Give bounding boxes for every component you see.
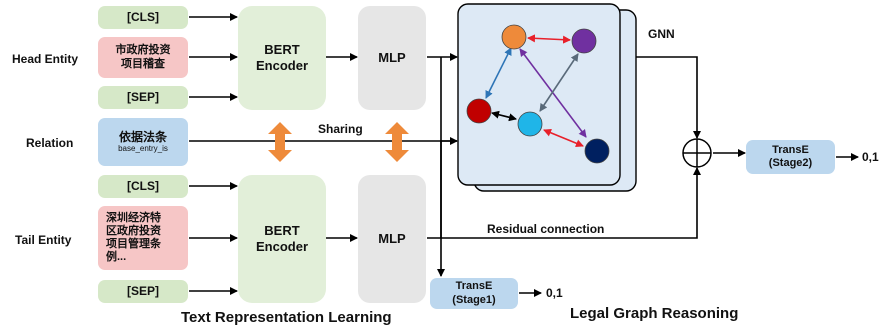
- section-title-text-representation: Text Representation Learning: [181, 309, 392, 326]
- label-head-entity: Head Entity: [12, 52, 79, 66]
- arrow-mlp-to-gnn-bottom: [427, 137, 458, 239]
- edge-red-cyan: [491, 110, 517, 122]
- relation-text: 依据法条: [118, 130, 167, 144]
- cls-token-bottom: [CLS]: [98, 175, 188, 198]
- sharing-label: Sharing: [318, 122, 363, 136]
- sharing-arrow-bert: [268, 122, 292, 162]
- arrow-gnn-to-sum: [626, 56, 701, 139]
- label-tail-entity: Tail Entity: [15, 233, 72, 247]
- residual-connection-label: Residual connection: [487, 222, 605, 236]
- edge-cyan-navy: [543, 128, 584, 148]
- residual-connection-arrow: [441, 167, 701, 239]
- graph-node-navy: [584, 138, 610, 164]
- graph-node-red: [466, 98, 492, 124]
- cls-token-top: [CLS]: [98, 6, 188, 29]
- sep-token-top: [SEP]: [98, 86, 188, 109]
- sep-token-bottom: [SEP]: [98, 280, 188, 303]
- bert-encoder-bottom: BERT Encoder: [238, 175, 326, 303]
- output-stage1: 0,1: [546, 286, 563, 300]
- edge-purple-cyan: [539, 53, 579, 112]
- sharing-arrow-mlp: [385, 122, 409, 162]
- gnn-label: GNN: [648, 27, 675, 41]
- edge-orange-purple: [527, 34, 571, 44]
- sum-node: [682, 138, 712, 168]
- mlp-top: MLP: [358, 6, 426, 110]
- graph-node-cyan: [517, 111, 543, 137]
- mlp-bottom: MLP: [358, 175, 426, 303]
- edge-orange-red: [485, 47, 512, 99]
- relation-box: 依据法条 base_entry_is: [98, 118, 188, 166]
- graph-node-purple: [571, 28, 597, 54]
- graph-node-orange: [501, 24, 527, 50]
- section-title-legal-graph: Legal Graph Reasoning: [570, 305, 739, 322]
- head-entity-text: 市政府投资 项目稽查: [98, 37, 188, 78]
- transe-stage2: TransE (Stage2): [746, 140, 835, 174]
- transe-stage1: TransE (Stage1): [430, 278, 518, 309]
- relation-sub: base_entry_is: [118, 144, 168, 154]
- output-stage2: 0,1: [862, 150, 879, 164]
- label-relation: Relation: [26, 136, 74, 150]
- bert-encoder-top: BERT Encoder: [238, 6, 326, 110]
- tail-entity-text: 深圳经济特 区政府投资 项目管理条 例...: [98, 206, 188, 270]
